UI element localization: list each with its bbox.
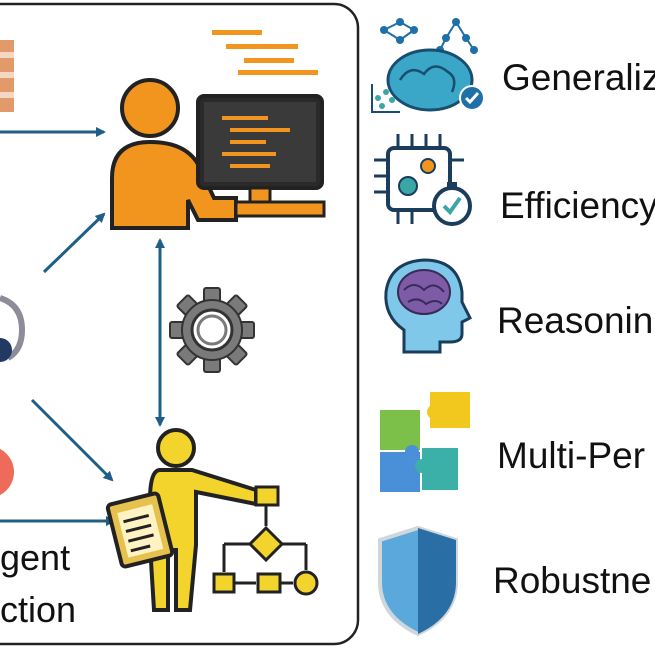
capability-label-robustness: Robustne xyxy=(493,560,652,601)
capability-label-generalization: Generaliz xyxy=(502,57,655,98)
left-headset-icon xyxy=(0,295,26,362)
planner-icon xyxy=(105,428,319,612)
head-brain-icon xyxy=(384,258,473,354)
gear-icon xyxy=(169,287,255,373)
arrow-to-planner-diag xyxy=(30,398,114,482)
puzzle-pieces-icon xyxy=(380,392,470,492)
capability-label-reasoning: Reasonin xyxy=(497,300,654,341)
chip-stopwatch-icon xyxy=(374,134,472,226)
left-red-circle-icon xyxy=(0,448,14,496)
caption-line-1: gent xyxy=(0,537,71,578)
developer-icon xyxy=(110,30,326,230)
left-document-icon xyxy=(0,40,14,112)
shield-icon xyxy=(378,525,458,637)
caption-line-2: ction xyxy=(0,589,77,630)
brain-network-icon xyxy=(371,18,485,113)
capability-label-multi-perception: Multi-Per xyxy=(497,435,646,476)
arrow-to-developer-diag xyxy=(42,212,106,274)
capability-label-efficiency: Efficiency xyxy=(500,185,655,226)
